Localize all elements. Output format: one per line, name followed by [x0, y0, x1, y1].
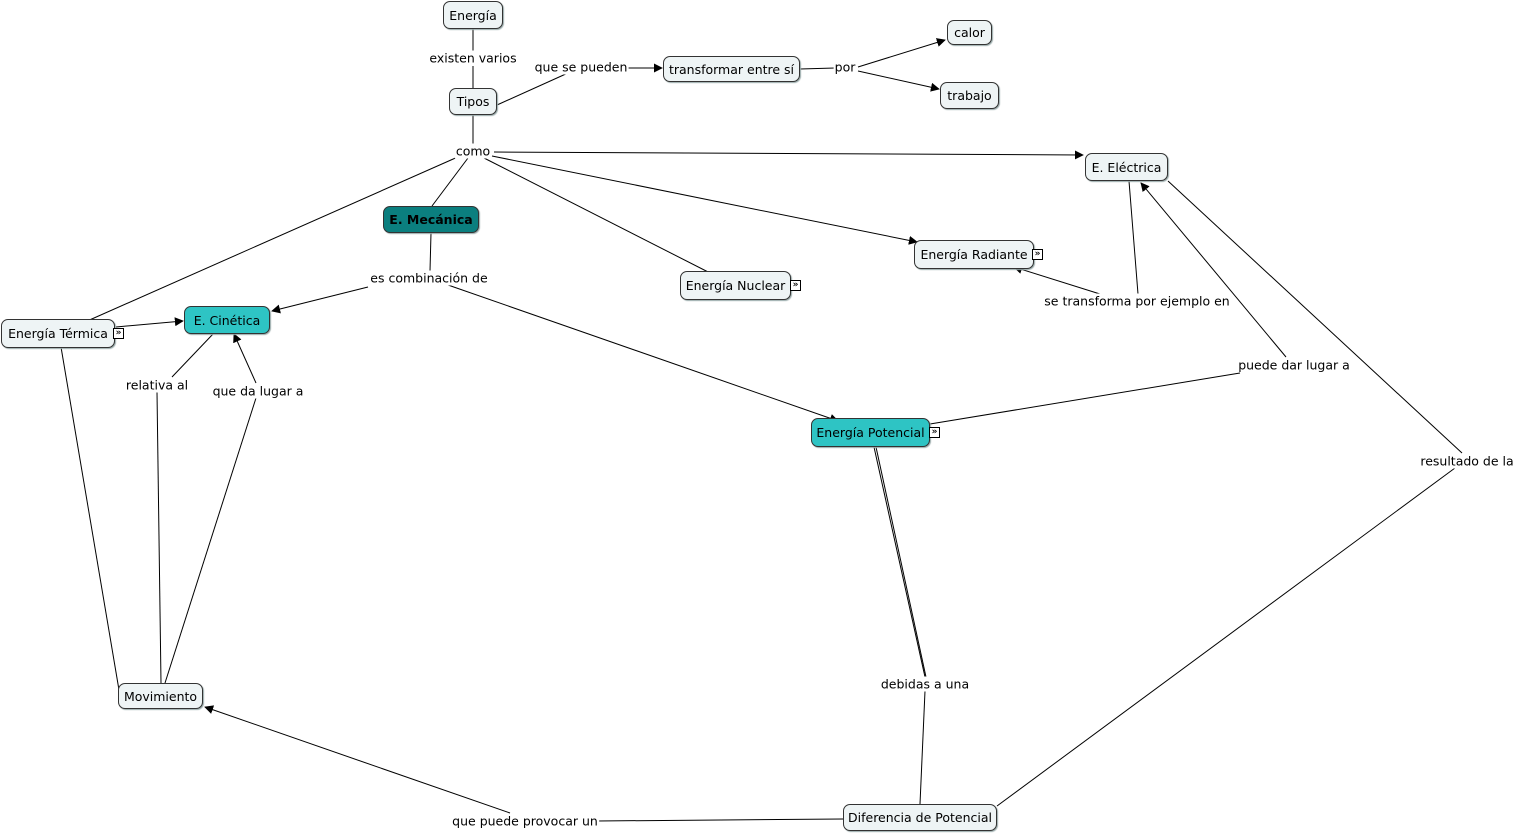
link-puededar-electrica [1140, 182, 1287, 358]
link-como-radiante [491, 155, 918, 245]
linking-phrase-como: como [454, 143, 492, 159]
concept-e-electrica[interactable]: E. Eléctrica [1085, 153, 1168, 181]
concept-e-mecanica[interactable]: E. Mecánica [383, 206, 479, 233]
link-por-trabajo [857, 70, 940, 92]
expand-resources-icon[interactable]: » [1032, 249, 1043, 260]
expand-resources-icon[interactable]: » [929, 427, 940, 438]
link-electrica-resultado [1167, 180, 1463, 454]
concept-transformar-entre-si[interactable]: transformar entre sí [663, 56, 800, 82]
concept-energia-radiante[interactable]: Energía Radiante [914, 240, 1034, 269]
link-combinacion-potencial [447, 284, 839, 423]
link-potencial-puededar [929, 372, 1241, 425]
link-como-mecanica [431, 157, 469, 207]
link-como-termica [84, 155, 461, 323]
concept-energia-termica[interactable]: Energía Térmica [1, 319, 115, 348]
concept-e-cinetica[interactable]: E. Cinética [184, 306, 270, 334]
concept-diferencia-de-potencial[interactable]: Diferencia de Potencial [843, 804, 997, 831]
linking-phrase-que-da-lugar-a: que da lugar a [211, 383, 305, 399]
link-como-electrica [493, 150, 1084, 160]
link-por-calor [857, 38, 946, 68]
linking-phrase-puede-dar-lugar-a: puede dar lugar a [1237, 357, 1351, 373]
link-electrica-transforma [1128, 180, 1139, 295]
link-diferencia-provocar [596, 818, 844, 822]
link-provocar-movimiento [204, 705, 511, 814]
link-como-nuclear [483, 157, 717, 277]
link-movimiento-dalugar [164, 397, 257, 684]
linking-phrase-debidas-a-una: debidas a una [879, 676, 971, 692]
link-resultado-diferencia [996, 467, 1456, 807]
link-relativa-movimiento [156, 391, 162, 684]
link-termica-movimiento [60, 346, 120, 691]
link-debidas-diferencia [919, 690, 926, 805]
link-cinetica-relativa [171, 333, 214, 378]
linking-phrase-que-se-pueden: que se pueden [533, 59, 629, 75]
linking-phrase-que-puede-provocar-un: que puede provocar un [451, 813, 599, 829]
link-potencial-debidas-2 [875, 446, 927, 678]
linking-phrase-se-transforma: se transforma por ejemplo en [1043, 293, 1231, 309]
linking-phrase-relativa-al: relativa al [124, 377, 190, 393]
link-tipos-pueden [496, 72, 569, 106]
concept-trabajo[interactable]: trabajo [940, 82, 999, 109]
linking-phrase-es-combinacion-de: es combinación de [369, 270, 489, 286]
expand-resources-icon[interactable]: » [790, 280, 801, 291]
link-transforma-radiante [1013, 265, 1101, 295]
expand-resources-icon[interactable]: » [113, 328, 124, 339]
link-mecanica-combinacion [429, 232, 432, 272]
link-transformar-por [799, 67, 836, 70]
link-termica-cinetica [115, 317, 184, 328]
concept-energia-nuclear[interactable]: Energía Nuclear [680, 271, 791, 300]
concept-movimiento[interactable]: Movimiento [118, 683, 203, 709]
concept-energia[interactable]: Energía [443, 1, 503, 29]
linking-phrase-por: por [833, 59, 857, 75]
concept-energia-potencial[interactable]: Energía Potencial [811, 418, 930, 447]
link-potencial-debidas [873, 446, 926, 678]
linking-phrase-existen-varios: existen varios [428, 50, 518, 66]
linking-phrase-resultado-de-la: resultado de la [1419, 453, 1515, 469]
concept-calor[interactable]: calor [947, 20, 992, 45]
link-combinacion-cinetica [271, 286, 369, 314]
link-dalugar-cinetica [233, 333, 257, 384]
concept-tipos[interactable]: Tipos [449, 88, 497, 115]
